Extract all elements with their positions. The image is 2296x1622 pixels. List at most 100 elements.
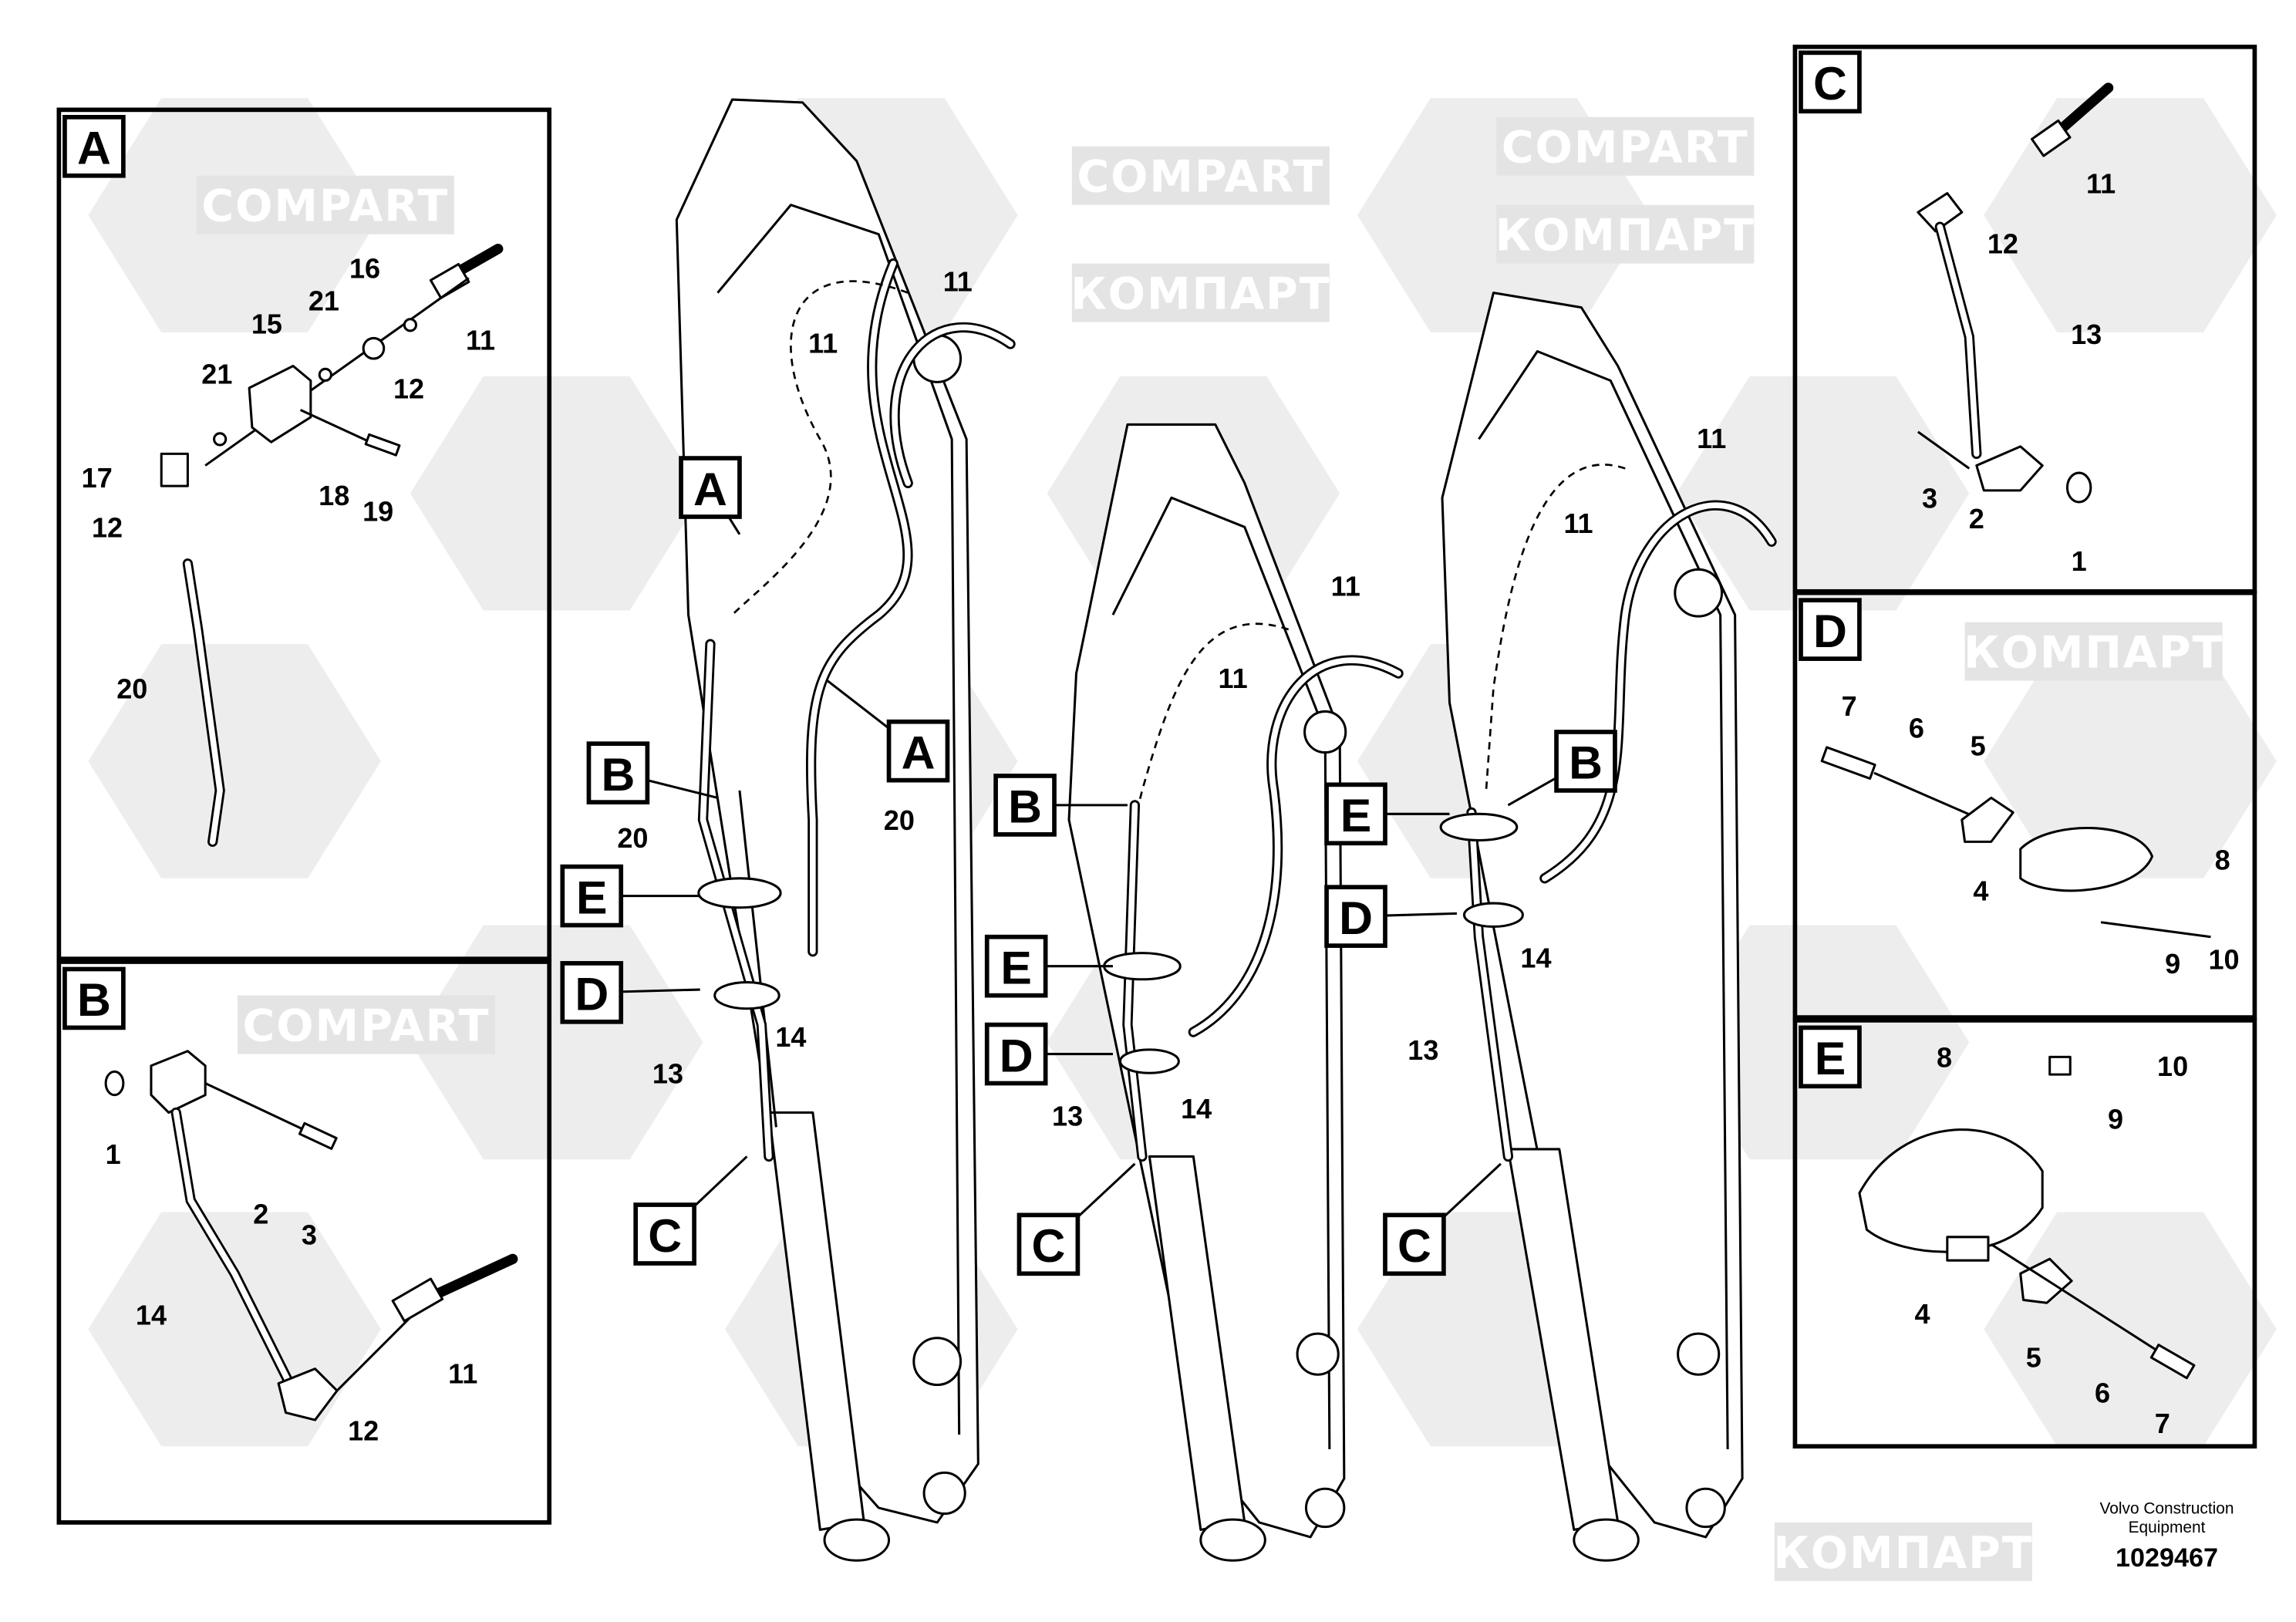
detail-ref-box bbox=[679, 456, 742, 519]
detail-ref-letter: A bbox=[693, 463, 727, 515]
part-callout: 16 bbox=[349, 253, 380, 285]
part-callout: 8 bbox=[2215, 844, 2230, 875]
detail-ref-box bbox=[1324, 885, 1387, 948]
part-callout: 12 bbox=[393, 373, 424, 404]
watermark-text: COMPART bbox=[1502, 123, 1749, 174]
watermark-bar bbox=[1774, 1522, 2032, 1581]
detail-a-parts bbox=[160, 244, 504, 848]
detail-ref-letter: E bbox=[576, 871, 608, 923]
part-callout: 6 bbox=[1909, 713, 1924, 744]
watermark-text: COMPART bbox=[201, 181, 449, 232]
part-callout: 20 bbox=[116, 673, 147, 704]
detail-letter-b: B bbox=[77, 973, 111, 1026]
detail-ref-letter: C bbox=[648, 1209, 682, 1262]
part-callout: 10 bbox=[2208, 943, 2239, 975]
part-callout: 4 bbox=[1973, 875, 1988, 906]
part-callout: 17 bbox=[82, 462, 113, 494]
part-callout: 20 bbox=[884, 804, 915, 836]
part-callout: 11 bbox=[2086, 168, 2116, 200]
detail-ref-box bbox=[993, 774, 1057, 837]
detail-ref-letter: A bbox=[902, 726, 936, 778]
part-callout: 2 bbox=[1969, 503, 1984, 534]
detail-panel-a bbox=[56, 107, 552, 962]
detail-ref-box bbox=[984, 1022, 1048, 1086]
callout-layer: A1621152111121718191220B123141112C111213… bbox=[62, 50, 2240, 1447]
detail-letter-box-d bbox=[1799, 598, 1862, 661]
detail-ref-letter: B bbox=[1569, 737, 1603, 789]
detail-letter-box-c bbox=[1799, 50, 1862, 114]
detail-d-parts bbox=[1820, 746, 2211, 939]
watermark-hex bbox=[1984, 1212, 2277, 1447]
detail-ref-box bbox=[586, 741, 650, 804]
detail-letter-d: D bbox=[1813, 605, 1847, 657]
company-line-2: Equipment bbox=[2129, 1519, 2206, 1536]
part-callout: 14 bbox=[1181, 1093, 1212, 1125]
drawing-number: 1029467 bbox=[2116, 1543, 2218, 1573]
boom-assembly-2 bbox=[1067, 423, 1404, 1562]
detail-ref-box bbox=[560, 961, 624, 1024]
part-callout: 12 bbox=[1988, 228, 2018, 259]
detail-ref-letter: C bbox=[1397, 1219, 1431, 1272]
detail-ref-letter: B bbox=[1008, 781, 1042, 833]
part-callout: 20 bbox=[617, 822, 648, 854]
part-callout: 12 bbox=[92, 512, 123, 544]
part-callout: 9 bbox=[2165, 948, 2180, 980]
detail-ref-letter: E bbox=[1000, 941, 1031, 993]
part-callout: 19 bbox=[362, 496, 393, 528]
part-callout: 6 bbox=[2095, 1377, 2110, 1408]
watermark-text: КОМПАРТ bbox=[1773, 1528, 2033, 1579]
part-callout: 14 bbox=[1520, 943, 1551, 974]
part-callout: 11 bbox=[466, 325, 495, 356]
part-callout: 11 bbox=[1697, 423, 1726, 454]
part-callout: 15 bbox=[251, 309, 282, 340]
detail-letter-c: C bbox=[1813, 57, 1847, 110]
boom-assembly-1 bbox=[675, 98, 1016, 1562]
part-callout: 4 bbox=[1915, 1298, 1930, 1330]
detail-ref-box bbox=[1324, 782, 1387, 846]
part-callout: 1 bbox=[106, 1138, 121, 1170]
part-callout: 14 bbox=[136, 1300, 167, 1331]
watermark-hex bbox=[1984, 98, 2277, 332]
watermark-bar bbox=[1496, 116, 1755, 176]
part-callout: 11 bbox=[1219, 663, 1248, 694]
detail-ref-letter: D bbox=[1000, 1029, 1033, 1081]
detail-panel-e bbox=[1792, 1018, 2257, 1449]
detail-ref-box bbox=[984, 934, 1048, 998]
detail-letter-box-a bbox=[62, 114, 126, 178]
detail-panel-b bbox=[56, 959, 552, 1525]
detail-ref-letter: D bbox=[1339, 892, 1373, 944]
detail-ref-box bbox=[1383, 1212, 1446, 1276]
detail-ref-letter: B bbox=[601, 748, 635, 801]
watermark-text: COMPART bbox=[1077, 152, 1324, 203]
company-line-1: Volvo Construction bbox=[2100, 1500, 2234, 1518]
detail-ref-letter: C bbox=[1032, 1219, 1066, 1272]
watermark-bar bbox=[1964, 622, 2223, 681]
part-callout: 11 bbox=[1331, 570, 1360, 602]
part-callout: 7 bbox=[2155, 1408, 2170, 1439]
part-callout: 2 bbox=[253, 1199, 268, 1230]
watermark-bar bbox=[1496, 204, 1755, 264]
detail-b-parts bbox=[104, 1050, 518, 1421]
part-callout: 7 bbox=[1842, 690, 1857, 722]
detail-ref-box bbox=[886, 719, 950, 783]
watermark-text: КОМПАРТ bbox=[1070, 268, 1330, 319]
part-callout: 18 bbox=[319, 480, 349, 511]
footer-block: Volvo Construction Equipment 1029467 bbox=[2100, 1500, 2234, 1573]
detail-ref-box bbox=[1554, 730, 1617, 793]
part-callout: 9 bbox=[2108, 1103, 2123, 1135]
detail-e-parts bbox=[1858, 1055, 2196, 1380]
watermark-hex bbox=[1676, 376, 1970, 611]
watermark-text: КОМПАРТ bbox=[1964, 627, 2224, 678]
part-callout: 11 bbox=[808, 327, 838, 359]
part-callout: 11 bbox=[448, 1358, 477, 1390]
watermark-text: КОМПАРТ bbox=[1495, 211, 1755, 261]
part-callout: 10 bbox=[2157, 1050, 2188, 1082]
part-callout: 8 bbox=[1937, 1042, 1952, 1074]
detail-ref-letter: E bbox=[1340, 789, 1371, 841]
part-callout: 11 bbox=[943, 266, 973, 298]
detail-c-parts bbox=[1917, 83, 2114, 504]
watermark-bar bbox=[237, 995, 495, 1054]
part-callout: 11 bbox=[1563, 508, 1593, 539]
watermark-hex bbox=[88, 644, 381, 878]
part-callout: 1 bbox=[2072, 545, 2087, 577]
